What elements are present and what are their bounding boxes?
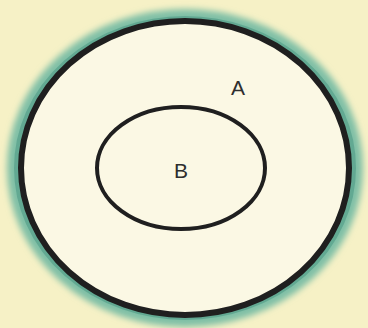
region-label: B xyxy=(174,160,188,181)
outer-ellipse: AB xyxy=(18,18,352,318)
teal-rim xyxy=(17,19,353,317)
region-label: A xyxy=(231,77,245,98)
inner-ellipse: B xyxy=(95,105,267,231)
teal-halo xyxy=(15,17,355,319)
ellipse-shape xyxy=(97,107,265,229)
ellipse-shape xyxy=(21,21,349,315)
